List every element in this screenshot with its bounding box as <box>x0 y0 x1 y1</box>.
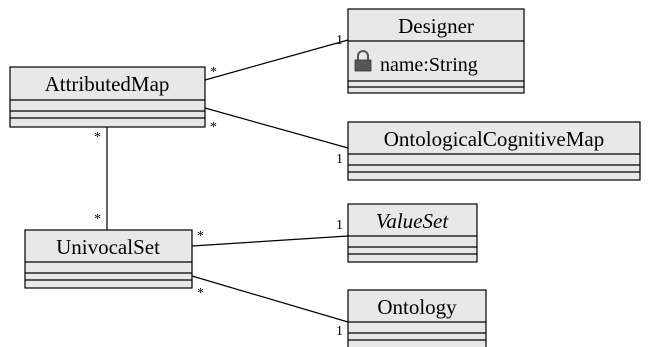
class-name: AttributedMap <box>45 72 170 96</box>
class-valueset[interactable]: ValueSet <box>347 203 478 263</box>
class-univocalset[interactable]: UnivocalSet <box>24 229 193 289</box>
class-ontologicalcognitivemap[interactable]: OntologicalCognitiveMap <box>347 121 641 181</box>
association-univocalset-valueset <box>191 235 349 247</box>
association-univocalset-ontology <box>191 275 349 323</box>
class-name: Ontology <box>377 295 457 319</box>
association-attributedmap-ontologicalcognitivemap <box>204 107 349 149</box>
class-attributedmap[interactable]: AttributedMap <box>9 66 206 128</box>
multiplicity-attributedmap-designer-source: * <box>210 65 217 80</box>
multiplicity-univocalset-ontology-source: * <box>197 286 204 301</box>
class-name: OntologicalCognitiveMap <box>384 127 604 151</box>
multiplicity-attributedmap-designer-target: 1 <box>336 33 343 48</box>
class-designer[interactable]: Designer name:String <box>347 8 525 94</box>
multiplicity-attributedmap-ontologicalcognitivemap-source: * <box>210 120 217 135</box>
class-attribute: name:String <box>380 54 478 76</box>
multiplicity-attributedmap-ontologicalcognitivemap-target: 1 <box>336 152 343 167</box>
lock-icon <box>354 50 372 72</box>
multiplicity-univocalset-valueset-source: * <box>197 229 204 244</box>
association-attributedmap-designer <box>204 39 349 81</box>
class-name: ValueSet <box>376 209 449 233</box>
multiplicity-attributedmap-univocalset-source: * <box>94 130 101 145</box>
multiplicity-univocalset-ontology-target: 1 <box>336 324 343 339</box>
class-name: Designer <box>398 14 474 38</box>
multiplicity-univocalset-valueset-target: 1 <box>336 218 343 233</box>
class-name: UnivocalSet <box>56 235 160 259</box>
multiplicity-attributedmap-univocalset-target: * <box>94 212 101 227</box>
class-ontology[interactable]: Ontology <box>347 289 487 347</box>
